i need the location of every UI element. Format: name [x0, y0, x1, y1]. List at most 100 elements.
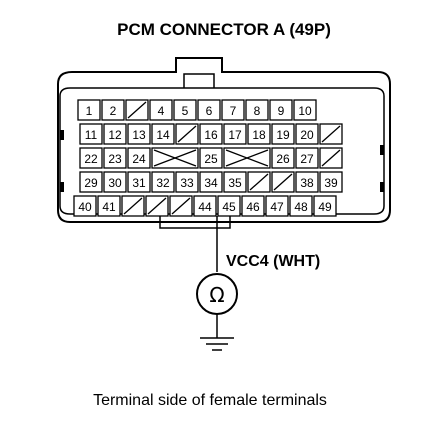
- terminal-number: 35: [228, 176, 242, 190]
- terminal-number: 14: [156, 128, 170, 142]
- terminal-cell: [295, 171, 319, 193]
- terminal-cell: [265, 195, 289, 217]
- terminal-cell: [247, 123, 271, 145]
- terminal-cell: [103, 171, 127, 193]
- terminal-number: 29: [84, 176, 98, 190]
- terminal-number: 39: [324, 176, 338, 190]
- terminal-number: 12: [108, 128, 122, 142]
- terminal-number: 30: [108, 176, 122, 190]
- terminal-cell: [295, 147, 319, 169]
- terminal-cell: [127, 147, 151, 169]
- terminal-cell: [313, 195, 337, 217]
- terminal-cell: [197, 99, 221, 121]
- terminal-number: 27: [300, 152, 314, 166]
- terminal-cell: [293, 99, 317, 121]
- terminal-cell: [223, 171, 247, 193]
- terminal-cell: [199, 147, 223, 169]
- probe-label: VCC4 (WHT): [226, 253, 320, 270]
- terminal-number: 22: [84, 152, 98, 166]
- terminal-number: 13: [132, 128, 146, 142]
- terminal-cell: [79, 123, 103, 145]
- terminal-cell: [151, 171, 175, 193]
- terminal-cell: [149, 99, 173, 121]
- terminal-cell: [127, 123, 151, 145]
- unused-terminal-mark: [321, 149, 341, 167]
- terminal-cell: [295, 123, 319, 145]
- terminal-cell: [199, 171, 223, 193]
- terminal-number: 11: [85, 128, 98, 142]
- terminal-cell: [103, 123, 127, 145]
- unused-terminal-mark: [177, 125, 197, 143]
- side-tabs: [60, 130, 384, 192]
- terminal-number: 10: [298, 104, 312, 118]
- unused-terminal-mark: [225, 149, 269, 167]
- terminal-number: 5: [182, 104, 189, 118]
- unused-terminal-mark: [321, 125, 341, 143]
- terminal-number: 20: [300, 128, 314, 142]
- terminal-number: 7: [230, 104, 237, 118]
- terminal-cell: [241, 195, 265, 217]
- terminal-number: 1: [86, 104, 93, 118]
- terminal-number: 41: [102, 200, 116, 214]
- terminal-cell: [199, 123, 223, 145]
- terminal-cell: [103, 147, 127, 169]
- terminal-number: 45: [222, 200, 236, 214]
- terminal-number: 48: [294, 200, 308, 214]
- terminal-number: 23: [108, 152, 122, 166]
- terminal-cell: [97, 195, 121, 217]
- terminal-cell: [73, 195, 97, 217]
- terminal-number: 46: [246, 200, 260, 214]
- terminal-cell: [223, 123, 247, 145]
- unused-terminal-mark: [123, 197, 143, 215]
- terminal-number: 2: [110, 104, 117, 118]
- terminal-cell: [175, 171, 199, 193]
- terminal-number: 31: [132, 176, 146, 190]
- unused-terminal-mark: [249, 173, 269, 191]
- terminal-number: 33: [180, 176, 194, 190]
- terminal-number: 38: [300, 176, 314, 190]
- terminal-cell: [151, 123, 175, 145]
- unused-terminal-mark: [273, 173, 293, 191]
- terminal-number: 26: [276, 152, 290, 166]
- terminal-cell: [79, 171, 103, 193]
- diagram-title: PCM CONNECTOR A (49P): [117, 20, 331, 39]
- ohmmeter-icon: Ω: [209, 283, 224, 307]
- terminal-cell: [217, 195, 241, 217]
- terminal-number: 4: [158, 104, 165, 118]
- terminal-cell: [127, 171, 151, 193]
- terminal-number: 17: [228, 128, 242, 142]
- terminal-number: 47: [270, 200, 284, 214]
- terminal-cell: [77, 99, 101, 121]
- unused-terminal-mark: [153, 149, 197, 167]
- terminal-number: 32: [156, 176, 170, 190]
- terminal-cell: [271, 123, 295, 145]
- terminal-cell: [245, 99, 269, 121]
- terminal-cell: [193, 195, 217, 217]
- terminal-cell: [221, 99, 245, 121]
- terminal-cell: [173, 99, 197, 121]
- terminal-number: 24: [132, 152, 146, 166]
- terminal-number: 40: [78, 200, 92, 214]
- terminal-number: 16: [204, 128, 218, 142]
- diagram-caption: Terminal side of female terminals: [93, 392, 327, 409]
- terminal-number: 44: [198, 200, 212, 214]
- terminal-cell: [269, 99, 293, 121]
- terminal-number: 49: [318, 200, 332, 214]
- unused-terminal-mark: [171, 197, 191, 215]
- terminal-cell: [319, 171, 343, 193]
- terminal-number: 18: [252, 128, 266, 142]
- terminal-number: 19: [276, 128, 290, 142]
- terminal-cell: [271, 147, 295, 169]
- terminal-cell: [79, 147, 103, 169]
- terminal-number: 8: [254, 104, 261, 118]
- terminal-number: 6: [206, 104, 213, 118]
- terminal-number: 34: [204, 176, 218, 190]
- probe-wire: [196, 216, 238, 351]
- unused-terminal-mark: [127, 101, 147, 119]
- terminal-number: 9: [278, 104, 285, 118]
- terminal-cell: [289, 195, 313, 217]
- unused-terminal-mark: [147, 197, 167, 215]
- terminal-cell: [101, 99, 125, 121]
